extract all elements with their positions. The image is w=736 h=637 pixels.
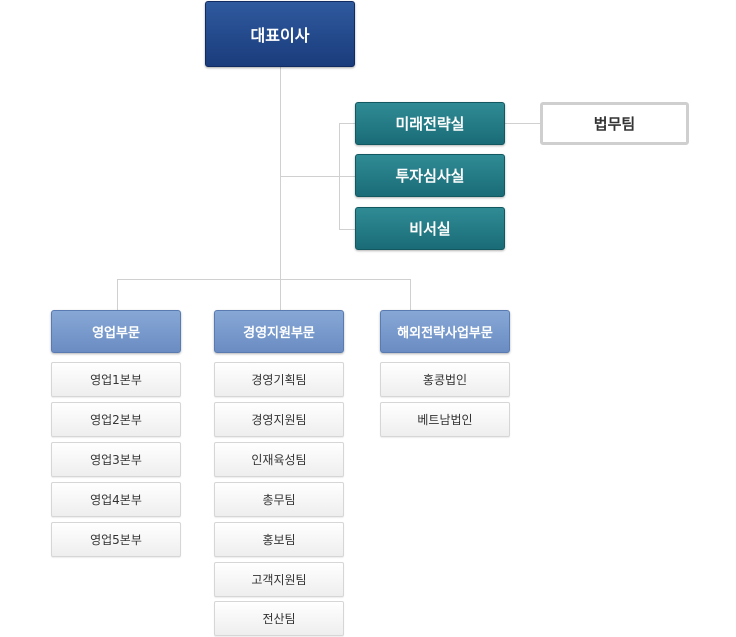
division-management-support: 경영지원부문 (214, 310, 344, 353)
team-item: 인재육성팀 (214, 442, 344, 477)
team-item: 영업1본부 (51, 362, 181, 397)
connector-division-sales (117, 279, 118, 310)
team-item: 홍콩법인 (380, 362, 510, 397)
future-strategy-box: 미래전략실 (355, 102, 505, 145)
team-item: 경영기획팀 (214, 362, 344, 397)
team-item: 영업2본부 (51, 402, 181, 437)
team-item: 영업3본부 (51, 442, 181, 477)
team-item: 홍보팀 (214, 522, 344, 557)
connector-staff-secretariat (339, 229, 355, 230)
legal-team-box: 법무팀 (540, 102, 689, 145)
connector-ceo-trunk (280, 67, 281, 279)
team-item: 영업4본부 (51, 482, 181, 517)
team-item: 총무팀 (214, 482, 344, 517)
division-overseas-strategy: 해외전략사업부문 (380, 310, 510, 353)
team-item: 경영지원팀 (214, 402, 344, 437)
team-item: 베트남법인 (380, 402, 510, 437)
connector-division-horizontal (117, 279, 411, 280)
ceo-box: 대표이사 (205, 1, 355, 67)
connector-staff-trunk (280, 176, 355, 177)
connector-division-management (280, 279, 281, 310)
secretariat-box: 비서실 (355, 207, 505, 250)
connector-staff-future (339, 123, 355, 124)
team-item: 전산팀 (214, 601, 344, 636)
investment-review-box: 투자심사실 (355, 154, 505, 197)
team-item: 고객지원팀 (214, 562, 344, 597)
connector-legal (505, 123, 540, 124)
division-sales: 영업부문 (51, 310, 181, 353)
team-item: 영업5본부 (51, 522, 181, 557)
connector-division-overseas (410, 279, 411, 310)
